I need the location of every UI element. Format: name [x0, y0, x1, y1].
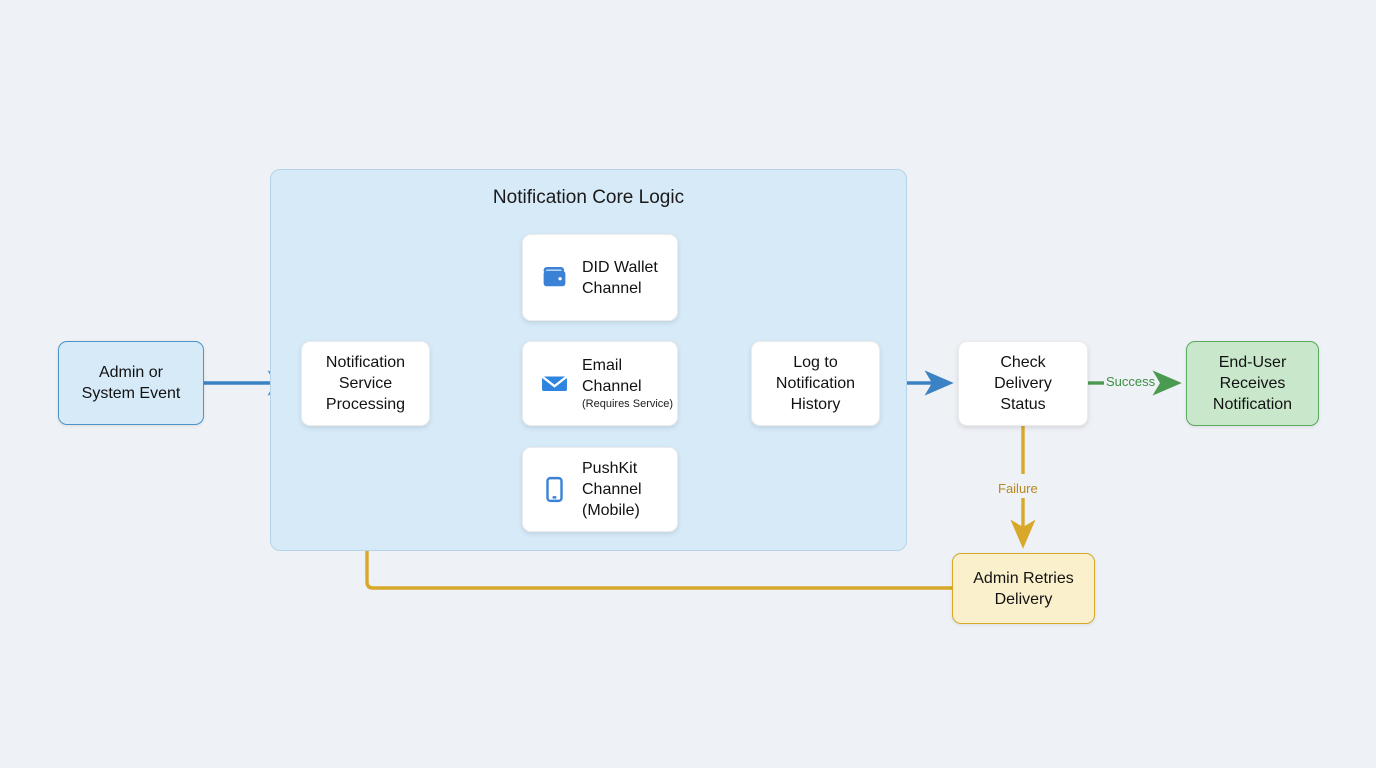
node-label: DID Wallet Channel [582, 258, 658, 297]
node-pushkit-channel[interactable]: PushKit Channel (Mobile) [522, 447, 678, 532]
edge-label-failure: Failure [998, 481, 1038, 496]
envelope-icon [539, 369, 569, 399]
node-sublabel: (Requires Service) [582, 398, 674, 410]
node-check-delivery-status[interactable]: Check Delivery Status [958, 341, 1088, 426]
node-label: Notification Service Processing [325, 354, 406, 413]
node-label: PushKit Channel (Mobile) [582, 460, 642, 519]
node-did-wallet-channel[interactable]: DID Wallet Channel [522, 234, 678, 321]
node-notification-service-processing[interactable]: Notification Service Processing [301, 341, 430, 426]
node-label: Email Channel (Requires Service) [582, 357, 674, 410]
node-label: Admin Retries Delivery [973, 569, 1074, 608]
node-admin-or-system-event[interactable]: Admin or System Event [58, 341, 204, 425]
node-label: Log to Notification History [775, 354, 856, 413]
node-label: Check Delivery Status [994, 354, 1052, 413]
edge-retry-to-process [354, 430, 952, 590]
mobile-phone-icon [539, 475, 569, 505]
node-end-user-receives-notification[interactable]: End-User Receives Notification [1186, 341, 1319, 426]
node-email-channel[interactable]: Email Channel (Requires Service) [522, 341, 678, 426]
wallet-icon [539, 263, 569, 293]
node-admin-retries-delivery[interactable]: Admin Retries Delivery [952, 553, 1095, 624]
node-label: Admin or System Event [81, 364, 181, 402]
cluster-title: Notification Core Logic [492, 187, 685, 208]
node-label: End-User Receives Notification [1212, 354, 1293, 413]
node-log-to-notification-history[interactable]: Log to Notification History [751, 341, 880, 426]
edge-label-success: Success [1106, 374, 1156, 389]
